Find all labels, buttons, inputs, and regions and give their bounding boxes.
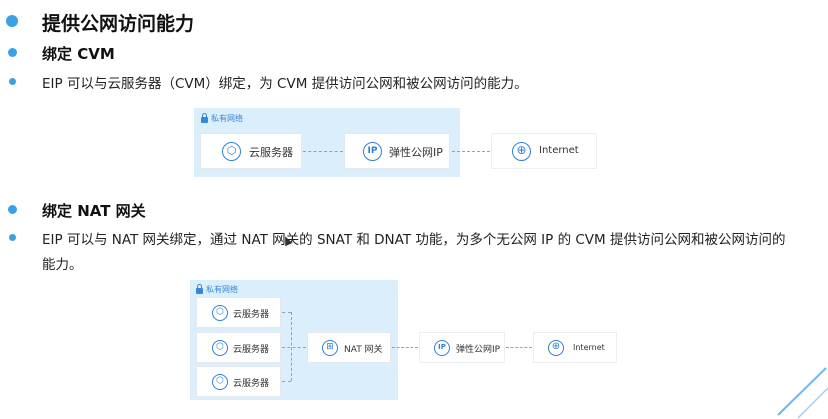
connector-line (303, 151, 343, 152)
cube-icon: ⬡ (212, 305, 228, 321)
nat-gateway-node: ⊞ NAT 网关 (307, 332, 391, 363)
cvm-node: ⬡ 云服务器 (200, 133, 302, 169)
page-title: 提供公网访问能力 (42, 13, 195, 35)
section2-bullet (8, 205, 17, 214)
cvm-label: 云服务器 (233, 345, 270, 355)
connector-line (506, 347, 532, 348)
section1-description: EIP 可以与云服务器（CVM）绑定，为 CVM 提供访问公网和被公网访问的能力… (42, 76, 528, 92)
internet-label: Internet (573, 343, 605, 352)
section2-heading: 绑定 NAT 网关 (42, 202, 146, 220)
connector-line (452, 151, 490, 152)
router-icon: ⊞ (322, 340, 338, 356)
connector-line (282, 347, 306, 348)
connector-line (282, 381, 291, 382)
cvm-label: 云服务器 (233, 310, 270, 320)
connector-line (291, 312, 292, 381)
cvm-label: 云服务器 (249, 146, 293, 159)
title-bullet (6, 15, 18, 27)
connector-line (282, 312, 291, 313)
cube-icon: ⬡ (212, 374, 228, 390)
cvm-node: ⬡ 云服务器 (196, 332, 281, 363)
connector-line (392, 347, 418, 348)
cube-icon: ⬡ (222, 142, 241, 161)
ip-icon: IP (363, 142, 382, 161)
section2-description-line1: EIP 可以与 NAT 网关绑定，通过 NAT 网关的 SNAT 和 DNAT … (42, 232, 786, 248)
section1-desc-bullet (9, 78, 16, 85)
vpc-panel-label: 私有网络 (211, 114, 243, 123)
globe-icon: ⊕ (548, 340, 564, 356)
section2-description-line2: 能力。 (42, 257, 83, 273)
internet-label: Internet (539, 145, 579, 156)
eip-label: 弹性公网IP (389, 146, 443, 159)
section1-heading: 绑定 CVM (42, 45, 115, 63)
nat-label: NAT 网关 (344, 345, 383, 355)
eip-node: IP 弹性公网IP (344, 133, 450, 169)
cvm-label: 云服务器 (233, 379, 270, 389)
corner-decoration (777, 367, 828, 419)
cube-icon: ⬡ (212, 340, 228, 356)
ip-icon: IP (434, 340, 450, 356)
globe-icon: ⊕ (512, 142, 531, 161)
section2-desc-bullet (9, 234, 16, 241)
internet-node: ⊕ Internet (491, 133, 597, 169)
eip-node: IP 弹性公网IP (419, 332, 505, 363)
eip-label: 弹性公网IP (456, 345, 501, 355)
cvm-node: ⬡ 云服务器 (196, 297, 281, 328)
vpc-panel-label: 私有网络 (206, 285, 238, 294)
cvm-node: ⬡ 云服务器 (196, 366, 281, 397)
section1-bullet (8, 48, 17, 57)
lock-icon (201, 113, 208, 123)
internet-node: ⊕ Internet (533, 332, 617, 363)
lock-icon (196, 284, 203, 294)
